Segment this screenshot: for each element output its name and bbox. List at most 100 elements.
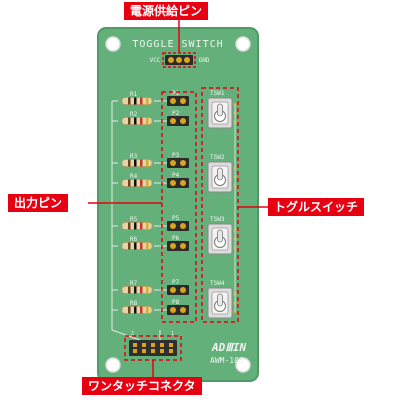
resistor-band — [146, 222, 149, 230]
output-pin — [170, 160, 176, 166]
mounting-hole-bottom-left — [105, 357, 121, 373]
mounting-hole-bottom-right — [235, 357, 251, 373]
resistor-band — [140, 97, 143, 105]
output-pin — [180, 98, 186, 104]
model-number: AWM-103 — [210, 356, 244, 365]
output-pin — [170, 98, 176, 104]
mounting-hole-top-right — [235, 36, 251, 52]
power-pin-3 — [184, 57, 190, 63]
switch-label: TSW2 — [210, 154, 225, 161]
callout-toggle-switches: トグルスイッチ — [268, 198, 365, 216]
resistor-band — [146, 306, 149, 314]
switch-label: TSW3 — [210, 216, 225, 223]
resistor-band — [128, 286, 131, 294]
resistor-band — [128, 97, 131, 105]
switch-lever — [217, 293, 223, 307]
power-pin-1 — [168, 57, 174, 63]
mounting-hole-top-left — [105, 36, 121, 52]
resistor-band — [128, 179, 131, 187]
power-pin-2 — [176, 57, 182, 63]
output-pin — [170, 287, 176, 293]
logo: ADⅢIN — [211, 341, 246, 354]
callout-output-pins: 出力ピン — [8, 194, 69, 212]
gnd-label: GND — [199, 57, 210, 64]
connector-pins — [133, 343, 173, 353]
resistor-band — [134, 306, 137, 314]
connector-pin — [151, 349, 155, 353]
connector-pin — [133, 349, 137, 353]
output-pin — [180, 287, 186, 293]
output-pin — [180, 223, 186, 229]
output-pin — [180, 243, 186, 249]
output-pin — [180, 307, 186, 313]
connector-pin — [133, 343, 137, 347]
resistor-label: R1 — [130, 91, 138, 98]
resistor-label: R4 — [130, 173, 138, 180]
resistor-band — [134, 286, 137, 294]
connector-pin — [169, 349, 173, 353]
switches-highlight — [201, 87, 239, 323]
output-pin — [180, 160, 186, 166]
switch-label: TSW4 — [210, 280, 225, 287]
pin-label: P3 — [172, 152, 180, 159]
output-pin — [170, 118, 176, 124]
output-pin — [180, 118, 186, 124]
output-pins-highlight — [161, 91, 197, 323]
switch-lever — [217, 103, 223, 117]
resistor-label: R3 — [130, 153, 138, 160]
output-pin — [170, 243, 176, 249]
resistor-band — [140, 306, 143, 314]
resistor-band — [140, 159, 143, 167]
connector-label-1: 1 — [171, 331, 174, 337]
resistor-band — [128, 306, 131, 314]
resistor-band — [134, 242, 137, 250]
resistor-band — [128, 222, 131, 230]
output-pin — [170, 180, 176, 186]
output-pin — [170, 307, 176, 313]
pin-label: P2 — [172, 110, 180, 117]
callout-power-pins: 電源供給ピン — [124, 2, 209, 20]
one-touch-connector — [129, 340, 177, 356]
resistor-band — [134, 97, 137, 105]
resistor-label: R6 — [130, 236, 138, 243]
connector-pin — [160, 349, 164, 353]
resistor-band — [128, 159, 131, 167]
output-pin — [180, 180, 186, 186]
trace — [111, 329, 141, 341]
pin-label: P8 — [172, 299, 180, 306]
resistor-band — [146, 179, 149, 187]
resistor-band — [146, 97, 149, 105]
resistor-label: R7 — [130, 280, 138, 287]
connector-pin — [142, 343, 146, 347]
resistor-band — [128, 242, 131, 250]
resistor-band — [134, 159, 137, 167]
vcc-label: VCC — [150, 57, 161, 64]
pin-label: P4 — [172, 172, 180, 179]
switch-lever — [217, 229, 223, 243]
resistor-label: R2 — [130, 111, 138, 118]
connector-pin — [151, 343, 155, 347]
resistor-band — [134, 179, 137, 187]
resistor-band — [134, 117, 137, 125]
callout-one-touch-connector: ワンタッチコネクタ — [82, 377, 202, 395]
switch-label: TSW1 — [210, 90, 225, 97]
resistor-band — [140, 242, 143, 250]
resistor-band — [140, 286, 143, 294]
connector-pin — [160, 343, 164, 347]
resistor-band — [146, 242, 149, 250]
pin-label: P5 — [172, 215, 180, 222]
output-pin — [170, 223, 176, 229]
pcb-board — [97, 27, 259, 382]
connector-pin — [142, 349, 146, 353]
connector-pin — [169, 343, 173, 347]
resistor-label: R5 — [130, 216, 138, 223]
resistor-band — [146, 159, 149, 167]
resistor-band — [140, 222, 143, 230]
resistor-band — [140, 179, 143, 187]
pin-label: P6 — [172, 235, 180, 242]
pin-label: P1 — [172, 90, 180, 97]
pin-label: P7 — [172, 279, 180, 286]
resistor-band — [134, 222, 137, 230]
